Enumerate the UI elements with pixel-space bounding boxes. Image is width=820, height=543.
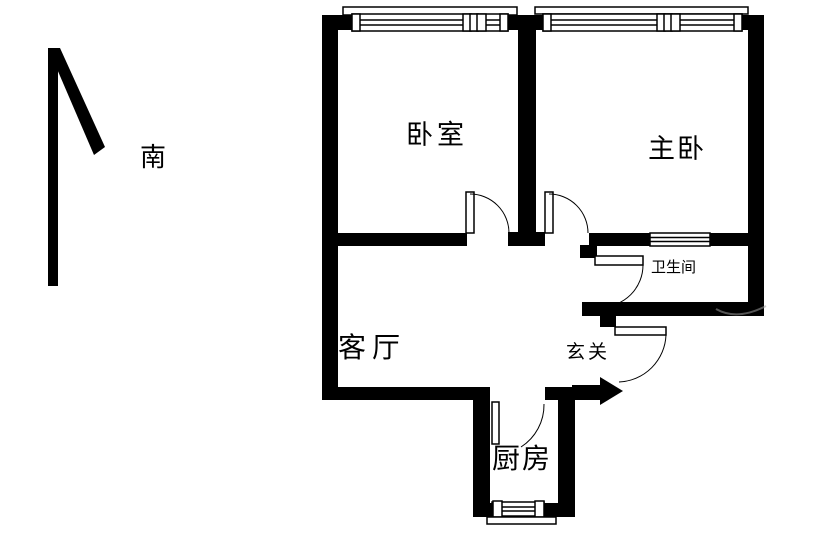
door-arc	[548, 193, 589, 234]
room-label-bedroom: 卧室	[406, 120, 468, 151]
bedroom-window	[342, 6, 518, 32]
bathroom-window	[649, 232, 711, 247]
wall-bedroom-bottom-center	[508, 232, 545, 246]
wall-kitchen-right	[558, 387, 575, 517]
door-leaf	[614, 326, 667, 336]
window-glazing	[650, 236, 710, 243]
wall-bedroom-bottom-left	[338, 233, 467, 246]
door-leaf	[491, 401, 500, 445]
room-label-bathroom: 卫生间	[651, 258, 697, 276]
wall-right	[748, 15, 764, 312]
smudge-mark	[715, 305, 767, 316]
kitchen-window	[486, 500, 557, 525]
door-leaf	[594, 255, 644, 266]
entry-door	[614, 326, 667, 383]
wall-bathroom-door-jamb	[580, 245, 597, 258]
door-arc	[600, 264, 644, 308]
kitchen-door	[491, 401, 545, 448]
room-label-master-bedroom: 主卧	[648, 134, 706, 165]
wall-entry-jamb	[600, 316, 616, 327]
room-label-kitchen: 厨房	[492, 442, 553, 475]
master-bedroom-door	[544, 191, 589, 234]
wall-living-bottom-left	[322, 387, 473, 400]
door-arc	[618, 334, 667, 383]
window-frame	[542, 13, 743, 32]
door-arc	[469, 193, 510, 234]
wall-left	[322, 15, 338, 400]
wall-kitchen-left	[473, 387, 490, 517]
north-arrow-icon	[48, 48, 105, 286]
wall-bathroom-bottom	[582, 302, 764, 316]
window-frame	[649, 232, 711, 247]
bathroom-door	[594, 255, 644, 308]
master-bedroom-window	[534, 6, 749, 32]
room-label-living-room: 客厅	[338, 331, 407, 364]
door-leaf	[544, 191, 554, 234]
window-sill	[534, 6, 749, 15]
room-label-foyer: 玄关	[566, 341, 611, 363]
window-glazing	[543, 19, 742, 26]
entry-arrow-icon	[572, 377, 623, 405]
window-sill	[486, 516, 557, 525]
wall-bedroom-divider	[518, 30, 536, 245]
south-direction-label: 南	[140, 143, 167, 173]
door-arc	[520, 403, 545, 448]
door-leaf	[465, 191, 475, 234]
bedroom-door	[465, 191, 510, 234]
